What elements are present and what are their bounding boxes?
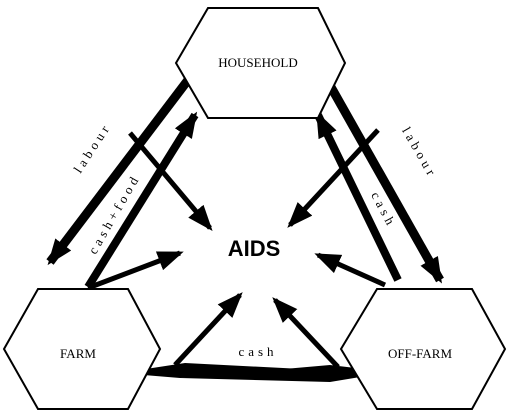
household-to-aids-arrow-left [128, 131, 213, 232]
cash-arrow-to-household [314, 111, 402, 282]
labour-label-right: labour [399, 124, 441, 181]
farm-to-aids-arrow [87, 250, 184, 291]
household-label: HOUSEHOLD [218, 55, 297, 70]
farm-label: FARM [60, 346, 96, 361]
labour-label-left: labour [70, 119, 114, 175]
household-to-aids-arrow-right [287, 128, 380, 228]
household-node [174, 7, 347, 119]
offfarm-node [339, 288, 507, 410]
aids-center-label: AIDS [228, 236, 281, 261]
bottom-right-to-aids-arrow [272, 297, 340, 369]
cash-arrow-farm-to-offfarm [180, 365, 390, 382]
offfarm-to-aids-arrow [314, 252, 387, 288]
cash-food-arrow [84, 111, 199, 290]
cash-label-bottom: cash [238, 344, 277, 359]
labour-arrow-to-offfarm [323, 77, 444, 284]
farm-node [2, 288, 162, 410]
bottom-left-to-aids-arrow [173, 292, 243, 367]
labour-arrow-to-farm [46, 77, 192, 266]
offfarm-label: OFF-FARM [388, 346, 453, 361]
